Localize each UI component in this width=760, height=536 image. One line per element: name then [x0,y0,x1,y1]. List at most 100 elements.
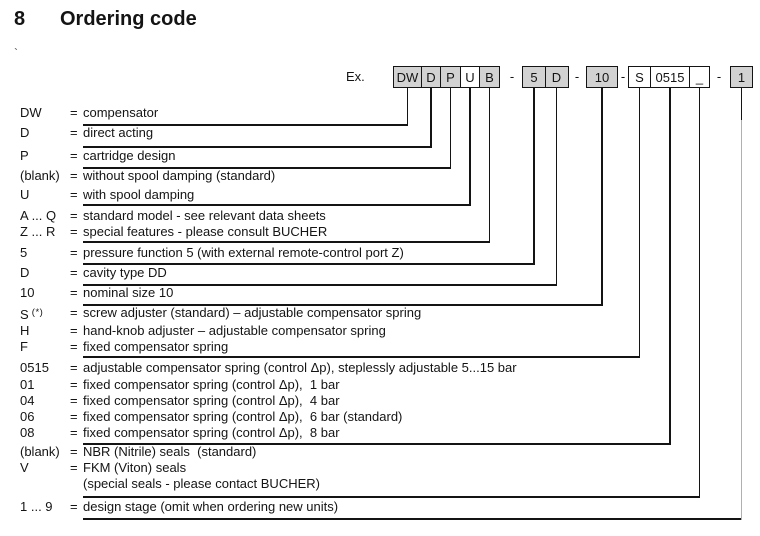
row-underline [83,518,743,520]
dash-separator: - [716,69,722,84]
box-connector-vline [449,87,452,169]
code-box-10: 10 [586,66,618,88]
code-box-5: 5 [522,66,546,88]
row-underline [83,167,452,169]
row-underline [83,304,603,306]
box-connector-vline [469,87,471,206]
code-box-dw: DW [393,66,422,88]
row-underline [83,263,535,265]
code-box-s: S [628,66,651,88]
row-equals: = [70,409,78,424]
row-code: U [20,187,30,202]
box-connector-vline [430,87,432,148]
code-box-d: D [420,66,442,88]
code-box-group: 1 [730,66,753,88]
row-equals: = [70,187,78,202]
box-connector-vline [601,87,603,306]
code-box-0515: 0515 [649,66,691,88]
row-equals: = [70,360,78,375]
box-connector-vline [555,87,558,286]
row-description: special features - please consult BUCHER [83,224,328,239]
row-underline [83,204,471,206]
row-code: P [20,148,29,163]
row-equals: = [70,339,78,354]
row-equals: = [70,323,78,338]
row-equals: = [70,125,78,140]
box-connector-vline [406,87,409,126]
row-equals: = [70,265,78,280]
row-code: Z ... R [20,224,56,239]
row-description: design stage (omit when ordering new uni… [83,499,339,514]
row-description: cartridge design [83,148,176,163]
row-code: (blank) [20,168,60,183]
code-box-u: U [459,66,481,88]
row-description: fixed compensator spring [83,339,229,354]
row-description: with spool damping [83,187,195,202]
section-number: 8 [14,8,26,30]
box-connector-vline [740,87,743,120]
box-connector-vline-faded [740,120,743,520]
row-code: F [20,339,28,354]
box-connector-vline [698,87,701,498]
row-equals: = [70,460,78,475]
row-code: 5 [20,245,28,260]
row-description: screw adjuster (standard) – adjustable c… [83,305,422,320]
row-equals: = [70,208,78,223]
box-connector-vline [638,87,641,358]
row-code: S (*) [20,307,44,322]
row-code: V [20,460,29,475]
row-code: (blank) [20,444,60,459]
row-code: 04 [20,393,35,408]
row-description: hand-knob adjuster – adjustable compensa… [83,323,386,338]
row-description: pressure function 5 (with external remot… [83,245,404,260]
row-code: D [20,265,30,280]
row-code: 10 [20,285,35,300]
row-code: 06 [20,409,35,424]
row-equals: = [70,224,78,239]
page-title: Ordering code [60,8,197,30]
stray-mark: ` [14,46,18,60]
row-description: adjustable compensator spring (control Δ… [83,360,517,375]
row-underline [83,443,671,445]
row-equals: = [70,285,78,300]
row-underline [83,356,641,358]
row-code: 08 [20,425,35,440]
box-connector-vline [488,87,491,243]
row-underline [83,146,432,148]
example-label: Ex. [346,69,365,84]
dash-separator: - [509,69,515,84]
row-description: standard model - see relevant data sheet… [83,208,326,223]
row-equals: = [70,148,78,163]
code-box-group: 10 [586,66,618,88]
row-description: fixed compensator spring (control Δp), 1… [83,377,340,392]
row-equals: = [70,425,78,440]
row-description: nominal size 10 [83,285,174,300]
row-underline [83,124,409,126]
code-box-_: _ [689,66,710,88]
code-box-1: 1 [730,66,753,88]
row-code: 1 ... 9 [20,499,53,514]
box-connector-vline [533,87,535,265]
row-equals: = [70,499,78,514]
row-equals: = [70,245,78,260]
row-description: fixed compensator spring (control Δp), 4… [83,393,340,408]
row-code: A ... Q [20,208,57,223]
code-box-d: D [544,66,569,88]
row-equals: = [70,305,78,320]
row-description: fixed compensator spring (control Δp), 6… [83,409,403,424]
row-description: compensator [83,105,159,120]
row-underline [83,241,491,243]
dash-separator: - [574,69,580,84]
box-connector-vline [669,87,671,445]
row-code: 01 [20,377,35,392]
code-box-p: P [440,66,461,88]
row-code: DW [20,105,42,120]
row-equals: = [70,105,78,120]
row-description: fixed compensator spring (control Δp), 8… [83,425,340,440]
row-equals: = [70,377,78,392]
row-code: H [20,323,30,338]
row-description: direct acting [83,125,154,140]
